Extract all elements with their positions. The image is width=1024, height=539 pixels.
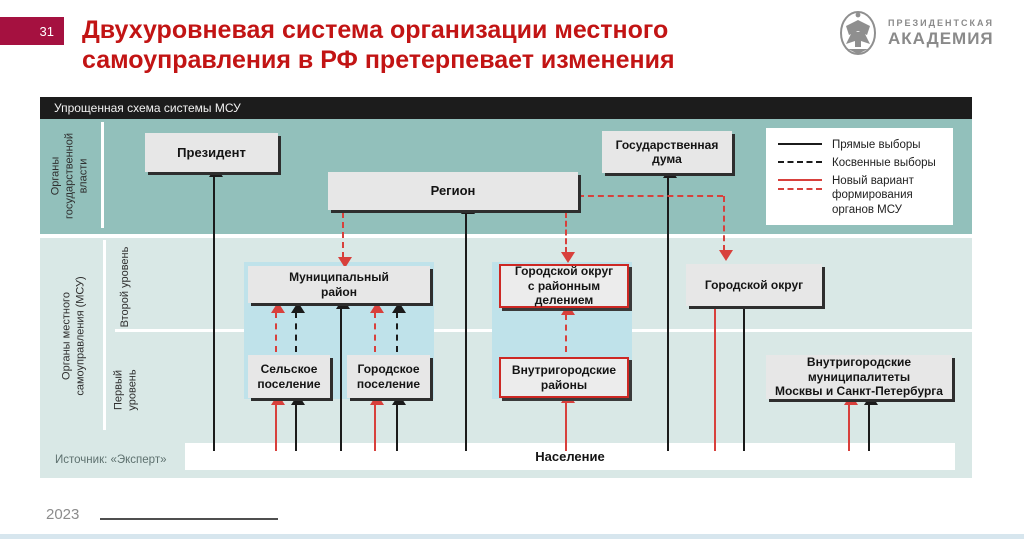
logo-text-bottom: АКАДЕМИЯ bbox=[888, 28, 994, 48]
node-go-with-districts: Городской округ с районным делением bbox=[499, 264, 629, 308]
academy-emblem-icon bbox=[840, 11, 877, 55]
red-lines-icon bbox=[778, 178, 822, 190]
node-president: Президент bbox=[145, 133, 278, 172]
legend: Прямые выборы Косвенные выборы Новый вар… bbox=[766, 128, 953, 225]
logo-text-top: ПРЕЗИДЕНТСКАЯ bbox=[888, 17, 994, 28]
legend-item-indirect: Косвенные выборы bbox=[778, 156, 943, 170]
arrow-region-to-go-district bbox=[561, 212, 575, 263]
node-municipal-district: Муниципальный район bbox=[248, 266, 430, 303]
arrow-population-to-rural-red bbox=[271, 394, 285, 451]
arrow-population-to-urban-red bbox=[370, 394, 384, 451]
legend-item-new-variant: Новый вариант формирования органов МСУ bbox=[778, 174, 943, 217]
arrow-population-to-go-black bbox=[739, 298, 753, 451]
arrow-population-to-go-red bbox=[710, 298, 724, 451]
arrow-population-to-duma bbox=[663, 167, 677, 451]
solid-black-line-icon bbox=[778, 143, 822, 145]
node-gorodskoy-okrug: Городской округ bbox=[686, 264, 822, 306]
arrow-urban-to-district-new bbox=[370, 302, 384, 352]
node-urban-settlement: Городское поселение bbox=[347, 355, 430, 398]
academy-logo: ПРЕЗИДЕНТСКАЯ АКАДЕМИЯ bbox=[836, 8, 994, 58]
arrow-region-to-go-elbow bbox=[578, 195, 723, 197]
node-rural-settlement: Сельское поселение bbox=[248, 355, 330, 398]
arrow-population-to-rural-black bbox=[291, 394, 305, 451]
arrow-population-to-president bbox=[209, 166, 223, 451]
title-line-1: Двухуровневая система организации местно… bbox=[82, 16, 669, 44]
dashed-black-line-icon bbox=[778, 160, 822, 163]
title-line-2: самоуправления в РФ претерпевает изменен… bbox=[82, 45, 675, 74]
node-state-duma: Государственная дума bbox=[602, 131, 732, 173]
arrow-intracity-to-go-district bbox=[561, 304, 575, 352]
row-label-first-level: Первый уровень bbox=[112, 369, 138, 411]
slide-number: 31 bbox=[39, 23, 54, 39]
bottom-strip bbox=[0, 534, 1024, 539]
row-label-msu: Органы местного самоуправления (МСУ) bbox=[60, 276, 86, 396]
label-separator-bottom bbox=[103, 240, 106, 430]
label-separator-top bbox=[101, 122, 104, 228]
arrow-population-to-urban-black bbox=[392, 394, 406, 451]
footer-year: 2023 bbox=[46, 506, 80, 523]
slide-number-badge: 31 bbox=[0, 17, 64, 45]
node-population bbox=[185, 443, 955, 470]
band-divider bbox=[40, 234, 972, 238]
arrow-population-to-msk-spb-black bbox=[864, 394, 878, 451]
node-intracity-districts: Внутригородские районы bbox=[499, 357, 629, 398]
page-title: Двухуровневая система организации местно… bbox=[82, 16, 802, 75]
diagram-header-bar: Упрощенная схема системы МСУ bbox=[40, 97, 972, 119]
arrow-region-to-go-vertical bbox=[719, 196, 733, 261]
population-label: Население bbox=[535, 449, 605, 464]
node-region: Регион bbox=[328, 172, 578, 210]
node-intracity-msk-spb: Внутригородские муниципалитеты Москвы и … bbox=[766, 355, 952, 399]
source-note: Источник: «Эксперт» bbox=[55, 454, 167, 466]
arrow-population-to-region bbox=[461, 203, 475, 451]
row-label-state-authorities: Органы государственной власти bbox=[49, 133, 89, 219]
arrow-population-to-municipal-district bbox=[336, 298, 350, 451]
row-label-second-level: Второй уровень bbox=[119, 246, 132, 328]
arrow-rural-to-district-new bbox=[271, 302, 285, 352]
arrow-population-to-msk-spb-red bbox=[844, 394, 858, 451]
arrow-region-to-municipal-district bbox=[338, 212, 352, 268]
legend-item-direct: Прямые выборы bbox=[778, 138, 943, 152]
msu-scheme-diagram: Упрощенная схема системы МСУ Органы госу… bbox=[40, 97, 972, 478]
arrow-rural-to-district-indirect bbox=[291, 302, 305, 352]
arrow-urban-to-district-indirect bbox=[392, 302, 406, 352]
footer-line bbox=[100, 518, 278, 520]
